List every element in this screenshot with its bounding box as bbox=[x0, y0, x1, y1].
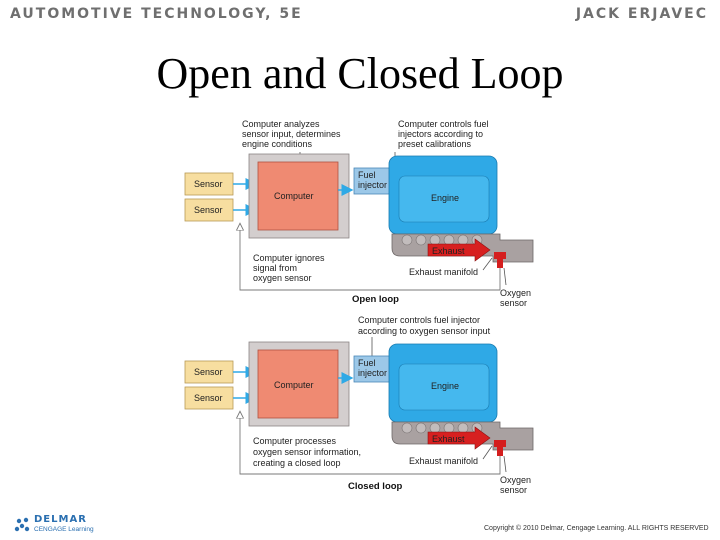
leader-line bbox=[482, 445, 493, 460]
leader-line bbox=[503, 455, 507, 473]
manifold-port bbox=[457, 422, 469, 434]
closed-loop-caption: Closed loop bbox=[348, 481, 403, 492]
computer-ignores-note: Computer ignores signal from oxygen sens… bbox=[253, 253, 327, 283]
computer-processes-note: Computer processes oxygen sensor informa… bbox=[253, 436, 364, 468]
exhaust-arrow bbox=[427, 238, 491, 262]
exhaust-label: Exhaust bbox=[432, 434, 465, 444]
leader-line bbox=[482, 257, 493, 271]
exhaust-manifold-label: Exhaust manifold bbox=[409, 456, 478, 466]
manifold-port bbox=[457, 234, 469, 246]
fuel-injector-box bbox=[353, 167, 391, 195]
slide-title: Open and Closed Loop bbox=[156, 49, 564, 98]
oxygen-sensor bbox=[494, 252, 506, 259]
open-loop-caption: Open loop bbox=[352, 294, 399, 305]
sensor-label: Sensor bbox=[194, 205, 223, 215]
logo-subtitle: CENGAGE Learning bbox=[34, 526, 94, 533]
manifold-port bbox=[415, 422, 427, 434]
manifold-port bbox=[401, 422, 413, 434]
oxygen-sensor-label: Oxygen sensor bbox=[500, 475, 534, 495]
logo-name: DELMAR bbox=[34, 514, 87, 525]
delmar-logo-icon bbox=[14, 517, 30, 532]
engine-label: Engine bbox=[431, 193, 459, 203]
injector-control-note: Computer controls fuel injectors accordi… bbox=[398, 119, 491, 149]
exhaust-arrow bbox=[427, 426, 491, 450]
engine-label: Engine bbox=[431, 381, 459, 391]
fuel-injector-label: Fuel injector bbox=[358, 170, 387, 190]
manifold-port bbox=[429, 234, 441, 246]
manifold-port bbox=[401, 234, 413, 246]
manifold-port bbox=[415, 234, 427, 246]
closed-loop-panel: Computer controls fuel injector accordin… bbox=[184, 315, 534, 495]
copyright-notice: Copyright © 2010 Delmar, Cengage Learnin… bbox=[484, 525, 709, 532]
computer-analyzes-note: Computer analyzes sensor input, determin… bbox=[242, 119, 343, 149]
exhaust-manifold-label: Exhaust manifold bbox=[409, 267, 478, 277]
manifold-port bbox=[443, 234, 455, 246]
fuel-injector-label: Fuel injector bbox=[358, 358, 387, 378]
oxygen-sensor bbox=[494, 440, 506, 447]
fuel-injector-box bbox=[353, 355, 391, 383]
oxygen-sensor-label: Oxygen sensor bbox=[500, 288, 534, 308]
manifold-port bbox=[429, 422, 441, 434]
leader-line bbox=[503, 267, 507, 286]
engine-cylinder bbox=[398, 175, 490, 223]
computer-box bbox=[257, 349, 339, 419]
computer-label: Computer bbox=[274, 191, 314, 201]
injector-control-note: Computer controls fuel injector accordin… bbox=[358, 315, 491, 336]
oxygen-sensor-probe bbox=[497, 447, 503, 456]
sensor-label: Sensor bbox=[194, 179, 223, 189]
header-course-title: AUTOMOTIVE TECHNOLOGY, 5E bbox=[10, 6, 303, 22]
computer-label: Computer bbox=[274, 380, 314, 390]
oxygen-feedback-line bbox=[240, 414, 501, 475]
open-loop-panel: Computer analyzes sensor input, determin… bbox=[184, 119, 534, 308]
header-author: JACK ERJAVEC bbox=[575, 6, 708, 22]
oxygen-feedback-line bbox=[240, 226, 501, 291]
manifold-port bbox=[443, 422, 455, 434]
exhaust-label: Exhaust bbox=[432, 246, 465, 256]
sensor-label: Sensor bbox=[194, 393, 223, 403]
computer-box bbox=[257, 161, 339, 231]
sensor-label: Sensor bbox=[194, 367, 223, 377]
engine-cylinder bbox=[398, 363, 490, 411]
oxygen-sensor-probe bbox=[497, 259, 503, 268]
